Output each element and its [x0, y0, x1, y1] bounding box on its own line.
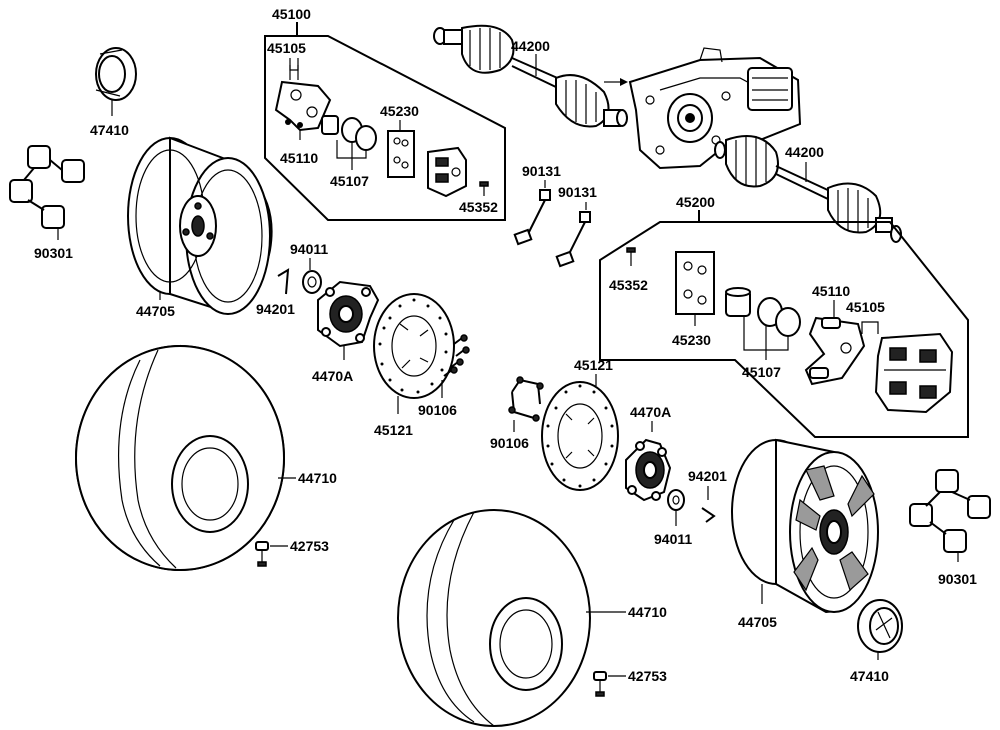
label-94011-right: 94011 [654, 531, 692, 547]
label-45100: 45100 [272, 6, 311, 22]
label-47410-right: 47410 [850, 668, 889, 684]
castle-nut-left [302, 270, 322, 294]
label-4470A-right: 4470A [630, 404, 671, 420]
label-44200-right: 44200 [785, 144, 824, 160]
label-45105-front: 45105 [267, 40, 306, 56]
label-44705-left: 44705 [136, 303, 175, 319]
cotter-pin-left [277, 268, 290, 295]
label-47410-left: 47410 [90, 122, 129, 138]
front-caliper-bracket [274, 80, 332, 132]
rear-pad-kit-box [675, 251, 715, 315]
label-90301-left: 90301 [34, 245, 73, 261]
label-45107-rear: 45107 [742, 364, 781, 380]
label-45110-rear: 45110 [812, 283, 850, 299]
label-44710-right: 44710 [628, 604, 667, 620]
right-wheel-group: 90106 45121 4470A 94201 94011 [397, 357, 991, 727]
left-wheel-group: 47410 90301 44705 94011 [9, 47, 470, 572]
rear-caliper-outline [599, 221, 969, 438]
label-90301-right: 90301 [938, 571, 977, 587]
label-94201-left: 94201 [256, 301, 295, 317]
label-90106-left: 90106 [418, 402, 457, 418]
front-pad-kit-box [387, 130, 415, 178]
label-4470A-left: 4470A [312, 368, 353, 384]
label-45107-front: 45107 [330, 173, 369, 189]
rear-seal-ring-2 [775, 307, 801, 337]
tire-right-bore [489, 597, 563, 691]
label-90131-b: 90131 [558, 184, 597, 200]
brake-disc-left [373, 293, 455, 399]
label-94201-right: 94201 [688, 468, 727, 484]
right-shaft-boot-inner [725, 135, 779, 188]
front-caliper-assembly-group: 45100 45105 45110 45107 45230 [264, 6, 506, 221]
disc-bolts-left [443, 334, 470, 377]
label-45121-left: 45121 [374, 422, 413, 438]
label-45105-rear: 45105 [846, 299, 885, 315]
label-45200: 45200 [676, 194, 715, 210]
front-piston [321, 115, 339, 135]
lug-nuts-left [9, 145, 85, 229]
rear-caliper-body [874, 332, 954, 414]
label-45230-rear: 45230 [672, 332, 711, 348]
top-shaft-boot-outer [555, 74, 610, 128]
label-45352-front: 45352 [459, 199, 498, 215]
label-44200-top: 44200 [511, 38, 550, 54]
label-45121-right: 45121 [574, 357, 613, 373]
label-42753-left: 42753 [290, 538, 329, 554]
front-seal-ring-2 [355, 125, 377, 151]
top-shaft-boot-inner [461, 24, 515, 74]
valve-left [255, 541, 269, 551]
cotter-pin-right [701, 507, 716, 523]
bolts-90131-group: 90131 90131 [513, 163, 597, 268]
rear-caliper-assembly-group: 45200 45352 45230 45107 45110 45105 [599, 194, 969, 438]
label-44710-left: 44710 [298, 470, 337, 486]
bolt-90131-a-head [539, 189, 551, 201]
disc-bolts-right [508, 376, 544, 422]
valve-right [593, 671, 607, 681]
brake-disc-right [541, 381, 619, 491]
label-44705-right: 44705 [738, 614, 777, 630]
label-90131-a: 90131 [522, 163, 561, 179]
label-94011-left: 94011 [290, 241, 328, 257]
lug-nuts-right [909, 469, 991, 553]
label-45230-front: 45230 [380, 103, 419, 119]
bolt-90131-b-head [579, 211, 591, 223]
label-42753-right: 42753 [628, 668, 667, 684]
label-90106-right: 90106 [490, 435, 529, 451]
label-45352-rear: 45352 [609, 277, 648, 293]
right-shaft-boot-outer [827, 182, 882, 234]
front-caliper-outline [264, 35, 506, 221]
tire-left-bore [171, 435, 249, 533]
castle-nut-right [667, 489, 685, 511]
label-45110-front: 45110 [280, 150, 318, 166]
drive-shaft-group: 44200 44200 [433, 24, 902, 243]
